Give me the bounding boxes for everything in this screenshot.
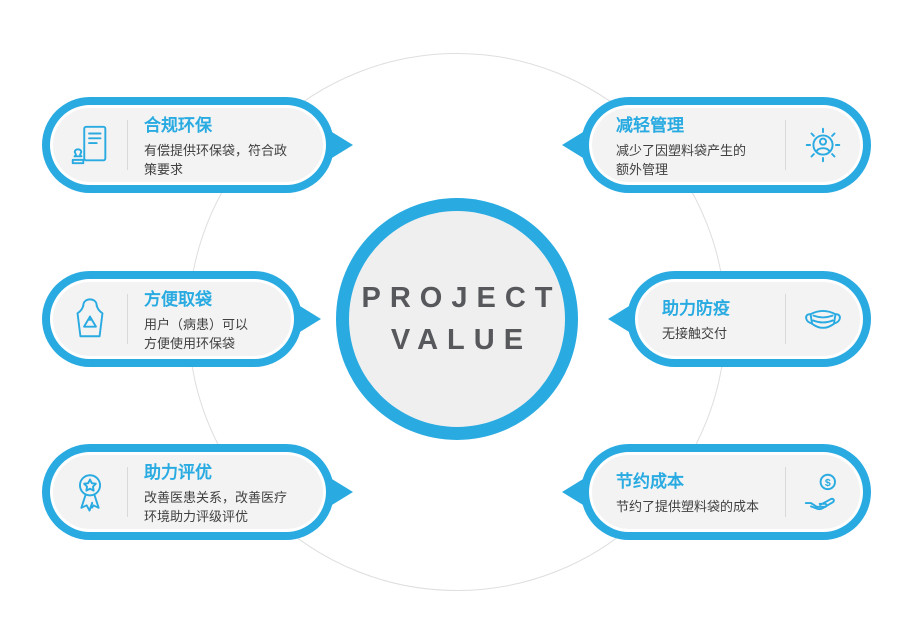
center-title-line1: PROJECT <box>361 281 562 314</box>
value-card-cost: 节约成本 节约了提供塑料袋的成本 $ <box>562 444 871 540</box>
card-title: 减轻管理 <box>616 115 684 135</box>
pointer-tip <box>295 303 321 335</box>
card-description: 用户（病患）可以 方便使用环保袋 <box>144 316 249 352</box>
pointer-tip <box>327 129 353 161</box>
card-divider <box>127 120 128 170</box>
card-title: 助力评优 <box>144 462 212 482</box>
card-divider <box>785 120 786 170</box>
card-description: 节约了提供塑料袋的成本 <box>616 499 760 515</box>
card-divider <box>127 467 128 517</box>
pointer-tip <box>562 476 588 508</box>
value-card-convenience: 方便取袋 用户（病患）可以 方便使用环保袋 <box>42 271 321 367</box>
award-medal-icon <box>53 469 127 515</box>
card-description: 有偿提供环保袋，符合政 策要求 <box>144 142 288 178</box>
pointer-tip <box>608 303 634 335</box>
center-circle: PROJECT VALUE <box>336 198 578 440</box>
face-mask-icon <box>786 296 860 342</box>
card-description: 减少了因塑料袋产生的 额外管理 <box>616 142 747 178</box>
card-divider <box>127 294 128 344</box>
recycle-bag-icon <box>53 296 127 342</box>
card-title: 助力防疫 <box>662 299 730 319</box>
card-description: 改善医患关系，改善医疗 环境助力评级评优 <box>144 489 288 525</box>
value-card-epidemic: 助力防疫 无接触交付 <box>608 271 871 367</box>
svg-text:$: $ <box>825 477 831 489</box>
center-title-line2: VALUE <box>390 324 533 356</box>
gear-user-icon <box>786 122 860 168</box>
pointer-tip <box>562 129 588 161</box>
center-circle-inner: PROJECT VALUE <box>349 211 565 427</box>
card-title: 节约成本 <box>616 472 684 492</box>
value-card-management: 减轻管理 减少了因塑料袋产生的 额外管理 <box>562 97 871 193</box>
hand-coin-icon: $ <box>786 469 860 515</box>
card-divider <box>785 294 786 344</box>
card-divider <box>785 467 786 517</box>
card-title: 方便取袋 <box>144 289 212 309</box>
value-card-evaluation: 助力评优 改善医患关系，改善医疗 环境助力评级评优 <box>42 444 353 540</box>
value-card-compliance: 合规环保 有偿提供环保袋，符合政 策要求 <box>42 97 353 193</box>
pointer-tip <box>327 476 353 508</box>
card-title: 合规环保 <box>144 115 212 135</box>
stamp-document-icon <box>53 122 127 168</box>
card-description: 无接触交付 <box>662 326 728 342</box>
